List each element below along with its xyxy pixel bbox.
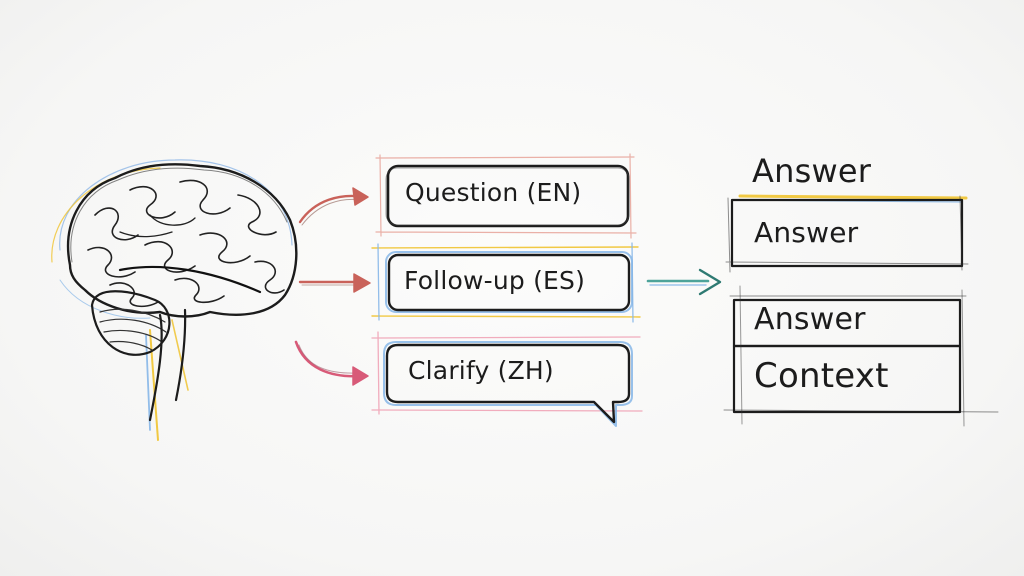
- output-bottom-group: [723, 285, 999, 427]
- arrow-to-follow-up: [298, 273, 371, 293]
- arrow-to-output: [646, 268, 722, 296]
- output-box-answer-bottom: Answer: [754, 302, 866, 337]
- output-box-answer-top: Answer: [754, 216, 859, 249]
- output-heading-answer: Answer: [752, 152, 872, 190]
- output-box-context: Context: [754, 356, 889, 396]
- arrow-to-question: [298, 187, 369, 226]
- input-box-clarify: [371, 331, 643, 427]
- input-label-clarify: Clarify (ZH): [408, 356, 554, 385]
- input-box-follow-up: [371, 242, 641, 323]
- brain-icon: [51, 159, 298, 441]
- arrow-to-clarify: [294, 340, 369, 386]
- input-label-question: Question (EN): [405, 178, 582, 207]
- input-box-question: [375, 153, 637, 239]
- output-top-group: [725, 194, 969, 273]
- input-label-follow-up: Follow-up (ES): [404, 266, 586, 295]
